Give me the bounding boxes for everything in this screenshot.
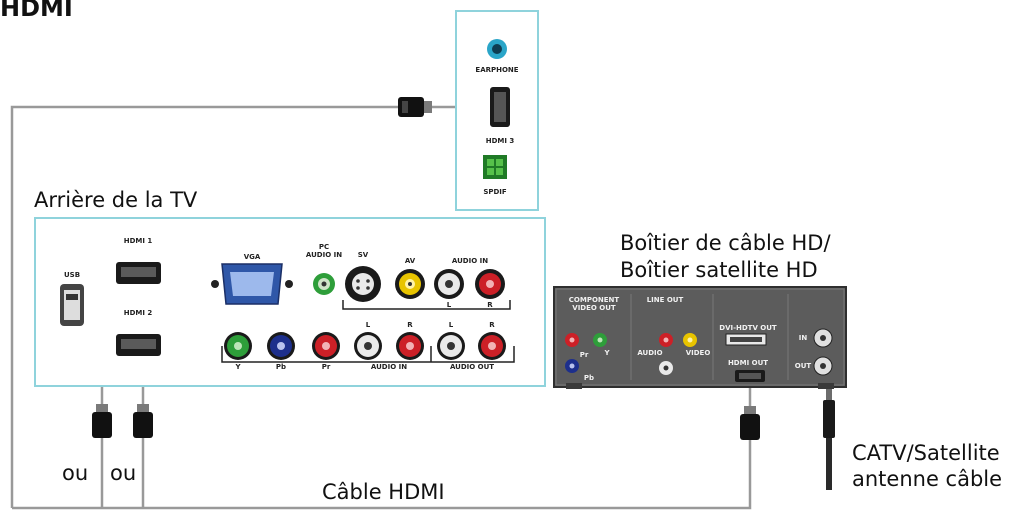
audio-out-l-jack xyxy=(437,332,465,360)
spdif-port xyxy=(483,155,507,179)
catv-label-line1: CATV/Satellite xyxy=(852,441,1000,465)
box-label-line1: Boîtier de câble HD/ xyxy=(620,231,831,255)
hdmi-plug-hdmi2 xyxy=(133,404,153,438)
tv-back-label: Arrière de la TV xyxy=(34,188,198,212)
hdmi1-label: HDMI 1 xyxy=(123,237,153,245)
audio-in-l-top-jack xyxy=(434,269,464,299)
av-label: AV xyxy=(404,257,416,265)
hdmi1-port xyxy=(116,262,161,284)
bracket-bottom xyxy=(221,346,515,363)
audio-in-bottom-label: AUDIO IN xyxy=(370,363,408,371)
box-hdmi-out-port xyxy=(735,370,765,382)
pc-audio-in-jack xyxy=(313,273,335,295)
bracket-top xyxy=(342,300,511,310)
r-top-label: R xyxy=(487,301,493,309)
or-label-1: ou xyxy=(62,461,89,485)
earphone-label: EARPHONE xyxy=(475,66,519,74)
box-label-line2: Boîtier satellite HD xyxy=(620,258,818,282)
box-out-label: OUT xyxy=(794,362,812,370)
audio-out-label: AUDIO OUT xyxy=(449,363,495,371)
box-audio-l-jack xyxy=(659,361,673,375)
vga-label: VGA xyxy=(243,253,261,261)
audio-in-top-label: AUDIO IN xyxy=(451,257,489,265)
usb-port xyxy=(60,284,84,326)
hdmi-plug-box xyxy=(740,406,760,440)
hdmi2-port xyxy=(116,334,161,356)
sv-label: SV xyxy=(357,251,369,259)
r-out-label: R xyxy=(489,321,495,329)
hdmi-cable-bottom-run xyxy=(12,440,752,510)
pr-label: Pr xyxy=(321,363,331,371)
vga-port xyxy=(211,263,293,305)
hdmi-cable-label: Câble HDMI xyxy=(322,480,445,504)
box-line-out-label: LINE OUT xyxy=(646,296,684,304)
av-jack xyxy=(395,269,425,299)
box-video-jack xyxy=(683,333,697,347)
pc-audio-in-label: AUDIO IN xyxy=(305,251,343,259)
page-title: HDMI xyxy=(0,0,73,22)
y-jack xyxy=(224,332,252,360)
box-y-jack xyxy=(593,333,607,347)
y-label: Y xyxy=(235,363,241,371)
hdmi-plug-top xyxy=(398,97,432,117)
hdmi2-label: HDMI 2 xyxy=(123,309,153,317)
pb-label: Pb xyxy=(275,363,287,371)
l-out-label: L xyxy=(448,321,454,329)
l-top-label: L xyxy=(446,301,452,309)
box-dvi-label: DVI-HDTV OUT xyxy=(719,324,777,332)
or-label-2: ou xyxy=(110,461,137,485)
box-coax-in xyxy=(813,328,833,348)
pb-jack xyxy=(267,332,295,360)
box-component-label: COMPONENT xyxy=(568,296,620,304)
box-coax-out xyxy=(813,356,833,376)
box-audio-label: AUDIO xyxy=(637,349,663,357)
box-video-out-label: VIDEO OUT xyxy=(572,304,616,312)
box-audio-r-jack xyxy=(659,333,673,347)
box-video-label: VIDEO xyxy=(685,349,711,357)
box-y-label: Y xyxy=(604,349,610,357)
box-pr-jack xyxy=(565,333,579,347)
hdmi3-port xyxy=(490,87,510,127)
pc-label: PC xyxy=(318,243,330,251)
usb-label: USB xyxy=(63,271,81,279)
hdmi-plug-hdmi1 xyxy=(92,404,112,438)
l-mid-label: L xyxy=(365,321,371,329)
audio-out-r-jack xyxy=(478,332,506,360)
audio-in-r-top-jack xyxy=(475,269,505,299)
pr-jack xyxy=(312,332,340,360)
audio-in-l-bottom-jack xyxy=(354,332,382,360)
sv-port xyxy=(345,266,381,302)
box-pr-label: Pr xyxy=(579,351,589,359)
box-in-label: IN xyxy=(798,334,808,342)
box-hdmi-out-label: HDMI OUT xyxy=(727,359,769,367)
earphone-jack xyxy=(487,39,507,59)
spdif-label: SPDIF xyxy=(483,188,507,196)
r-mid-label: R xyxy=(407,321,413,329)
catv-label-line2: antenne câble xyxy=(852,467,1003,491)
box-dvi-port xyxy=(725,333,767,346)
box-pb-jack xyxy=(565,359,579,373)
hdmi-cable-to-hdmi3 xyxy=(10,105,398,508)
hdmi3-label: HDMI 3 xyxy=(485,137,515,145)
audio-in-r-bottom-jack xyxy=(396,332,424,360)
box-pb-label: Pb xyxy=(583,374,595,382)
